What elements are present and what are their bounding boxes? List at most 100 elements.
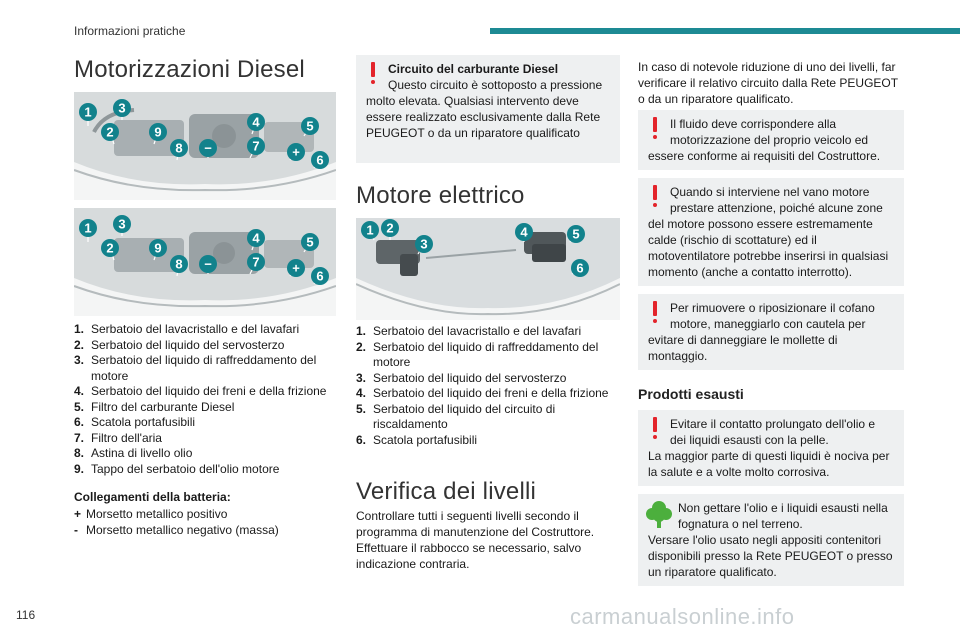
callout-marker: 4 — [515, 223, 533, 242]
callout-label: 5 — [306, 119, 313, 134]
callout-label: 2 — [106, 125, 113, 140]
callout-marker: 1 — [361, 221, 379, 241]
electric-component-list: 1.Serbatoio del lavacristallo e del lava… — [356, 324, 620, 448]
warning-exclamation-icon — [650, 301, 660, 325]
callout-marker: 7 — [247, 137, 265, 159]
callout-marker: 2 — [101, 239, 119, 261]
warning-exclamation-icon — [650, 117, 660, 141]
intro-text: In caso di notevole riduzione di uno dei… — [638, 60, 898, 106]
electric-title: Motore elettrico — [356, 182, 525, 209]
callout-label: + — [292, 145, 300, 160]
callout-label: 1 — [84, 221, 91, 236]
callout-marker: 2 — [381, 219, 399, 240]
callout-marker: 3 — [113, 99, 131, 120]
callout-label: 3 — [118, 101, 125, 116]
callout-marker: 1 — [79, 103, 97, 126]
running-header: Informazioni pratiche — [74, 24, 186, 38]
list-item: 4.Serbatoio del liquido dei freni e dell… — [356, 386, 609, 400]
list-item: 5.Serbatoio del liquido del circuito di … — [356, 401, 556, 432]
engine-heat-warning: Quando si interviene nel vano motore pre… — [638, 178, 904, 286]
callout-marker: 4 — [247, 229, 265, 251]
callout-label: 9 — [154, 125, 161, 140]
fuel-circuit-warning: Circuito del carburante Diesel Questo ci… — [356, 55, 620, 163]
levels-text: Controllare tutti i seguenti livelli sec… — [356, 509, 595, 571]
callout-label: 7 — [252, 255, 259, 270]
callout-marker: − — [199, 255, 217, 274]
list-item: 9.Tappo del serbatoio dell'olio motore — [74, 461, 280, 476]
battery-title: Collegamenti della batteria: — [74, 490, 231, 504]
list-item: 3.Serbatoio del liquido del servosterzo — [356, 370, 567, 385]
callout-marker: 5 — [301, 117, 319, 137]
callout-label: 7 — [252, 139, 259, 154]
callout-marker: 4 — [247, 113, 265, 135]
eco-disposal-note: Non gettare l'olio e i liquidi esausti n… — [638, 494, 904, 586]
eco-tree-icon — [646, 500, 672, 528]
callout-label: 2 — [386, 221, 393, 236]
warning-exclamation-icon — [650, 185, 660, 209]
callout-label: 1 — [84, 105, 91, 120]
callout-marker: 3 — [113, 215, 131, 236]
list-item: 7.Filtro dell'aria — [74, 430, 162, 445]
warning-exclamation-icon — [368, 62, 378, 86]
callout-label: 6 — [576, 261, 583, 276]
list-item: 1.Serbatoio del lavacristallo e del lava… — [74, 322, 300, 336]
callout-label: 5 — [572, 227, 579, 242]
callout-label: 5 — [306, 235, 313, 250]
callout-label: 6 — [316, 153, 323, 168]
list-item: 1.Serbatoio del lavacristallo e del lava… — [356, 324, 582, 338]
callout-label: + — [292, 261, 300, 276]
callout-label: 8 — [175, 257, 182, 272]
watermark: carmanualsonline.info — [570, 604, 795, 629]
callout-marker: 9 — [149, 123, 167, 145]
diesel-component-list: 1.Serbatoio del lavacristallo e del lava… — [74, 322, 336, 477]
list-item: 2.Serbatoio del liquido del servosterzo — [74, 337, 285, 352]
callout-marker: + — [287, 259, 305, 277]
warning-text: molto elevata. Qualsiasi intervento deve… — [366, 94, 601, 140]
callout-marker: 8 — [170, 255, 188, 277]
bonnet-warning: Per rimuovere o riposizionare il cofano … — [638, 294, 904, 370]
list-item: 6.Scatola portafusibili — [74, 415, 196, 429]
list-item: 2.Serbatoio del liquido di raffreddament… — [356, 339, 599, 370]
list-item: 4.Serbatoio del liquido dei freni e dell… — [74, 384, 327, 398]
callout-marker: 5 — [567, 225, 585, 243]
callout-marker: 8 — [170, 139, 188, 161]
callout-label: 3 — [118, 217, 125, 232]
list-item: 5.Filtro del carburante Diesel — [74, 399, 235, 414]
levels-title: Verifica dei livelli — [356, 478, 537, 505]
callout-marker: 6 — [571, 259, 589, 277]
warning-title: Circuito del carburante Diesel — [388, 62, 559, 76]
battery-terminal-list: +Morsetto metallico positivo -Morsetto m… — [74, 507, 336, 538]
used-oil-warning: Evitare il contatto prolungato dell'olio… — [638, 410, 904, 486]
callout-label: 4 — [252, 115, 260, 130]
callout-label: 3 — [420, 237, 427, 252]
callout-marker: + — [287, 143, 305, 161]
callout-label: 1 — [366, 223, 373, 238]
diesel-title: Motorizzazioni Diesel — [74, 56, 305, 83]
callout-label: 2 — [106, 241, 113, 256]
callout-marker: 6 — [311, 151, 329, 169]
header-accent-bar — [490, 28, 960, 34]
callout-marker: 9 — [149, 239, 167, 261]
used-products-title: Prodotti esausti — [638, 386, 744, 402]
callout-label: 6 — [316, 269, 323, 284]
callout-label: − — [204, 257, 212, 272]
warning-exclamation-icon — [650, 417, 660, 441]
callout-marker: 7 — [247, 253, 265, 275]
list-item: 6.Scatola portafusibili — [356, 432, 478, 447]
list-item: -Morsetto metallico negativo (massa) — [74, 522, 279, 537]
callout-marker: 3 — [415, 235, 433, 255]
callout-label: 4 — [520, 225, 528, 240]
callout-label: − — [204, 141, 212, 156]
callout-marker: 5 — [301, 233, 319, 253]
callout-label: 4 — [252, 231, 260, 246]
list-item: +Morsetto metallico positivo — [74, 507, 228, 521]
callout-label: 9 — [154, 241, 161, 256]
list-item: 8.Astina di livello olio — [74, 446, 193, 460]
page-number: 116 — [16, 608, 36, 622]
callout-marker: 6 — [311, 267, 329, 285]
fluid-warning: Il fluido deve corrispondere alla motori… — [638, 110, 904, 170]
list-item: 3.Serbatoio del liquido di raffreddament… — [74, 353, 317, 383]
